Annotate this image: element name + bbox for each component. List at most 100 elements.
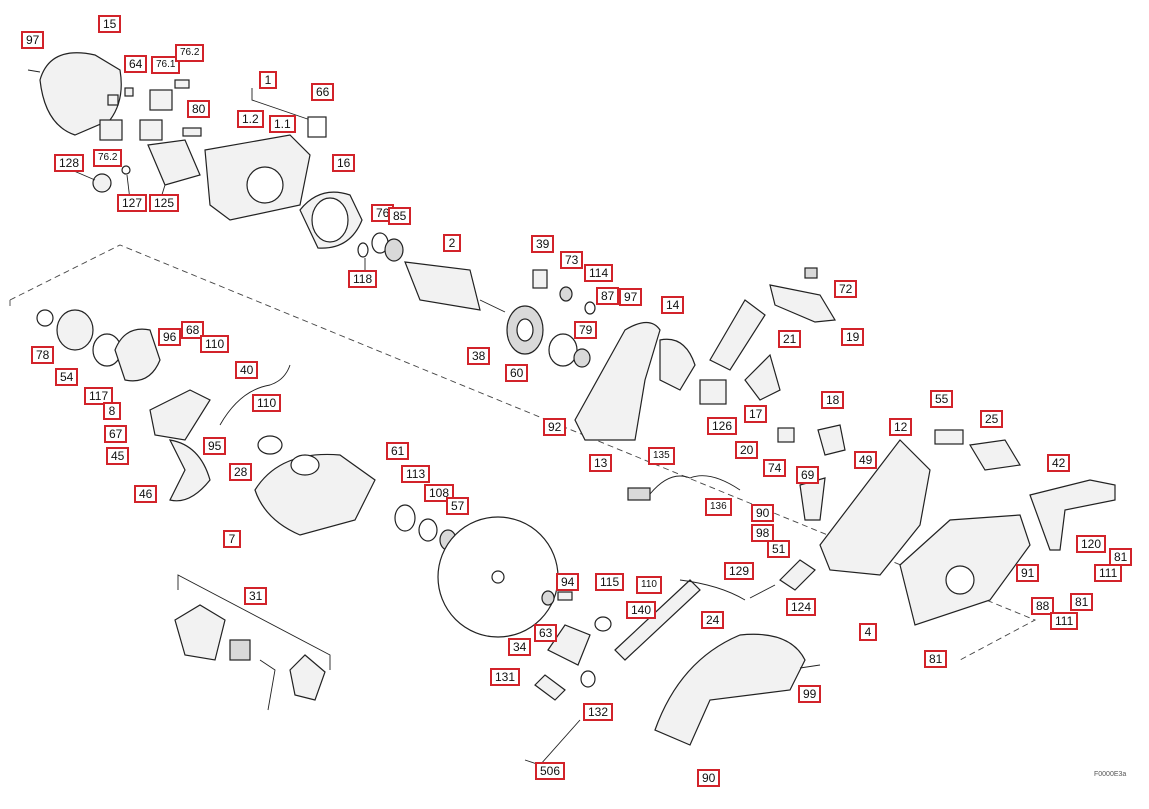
bearing	[548, 333, 578, 367]
part-label: 78	[31, 346, 55, 364]
part-label: 140	[626, 601, 657, 619]
part-label: 76.2	[93, 149, 123, 167]
part-label: 79	[574, 321, 598, 339]
part-label: 8	[103, 402, 121, 420]
part-label: 91	[1016, 564, 1040, 582]
part-label: 97	[619, 288, 643, 306]
part-label: 81	[1109, 548, 1133, 566]
part-label: 16	[332, 154, 356, 172]
part-label: 67	[104, 425, 128, 443]
part-label: 46	[134, 485, 158, 503]
lever	[744, 353, 781, 401]
cable-channel	[614, 579, 701, 661]
part-label: 13	[589, 454, 613, 472]
bearing	[573, 348, 591, 368]
guard-plate	[149, 389, 211, 441]
part-label: 60	[505, 364, 529, 382]
part-label: 76.2	[175, 44, 205, 62]
switch-kit	[174, 604, 226, 661]
part-label: 21	[778, 330, 802, 348]
part-label: 61	[386, 442, 410, 460]
part-label: 54	[55, 368, 79, 386]
part-label: 64	[124, 55, 148, 73]
screw	[182, 127, 202, 137]
part-label: 124	[786, 598, 817, 616]
lower-guard	[654, 633, 806, 746]
knob	[779, 559, 816, 591]
part-label: 126	[707, 417, 738, 435]
part-label: 68	[181, 321, 205, 339]
bracket	[1029, 479, 1116, 551]
flange	[56, 309, 94, 351]
spring	[804, 267, 818, 279]
spindle-lock	[532, 269, 548, 289]
part-label: 113	[401, 465, 431, 483]
part-label: 63	[534, 624, 558, 642]
bearing	[384, 238, 404, 262]
part-label: 118	[348, 270, 378, 288]
part-label: 49	[854, 451, 878, 469]
guard-segment	[168, 439, 211, 502]
switch-box	[147, 139, 201, 186]
part-label: 108	[424, 484, 455, 502]
brush-cap	[139, 119, 163, 141]
part-label: 19	[841, 328, 865, 346]
blade-guard	[254, 453, 376, 536]
arm	[819, 439, 931, 576]
part-label: 110	[200, 335, 230, 353]
linkage	[799, 477, 826, 521]
part-label: 40	[235, 361, 259, 379]
part-label: 135	[648, 447, 675, 465]
part-label: 7	[223, 530, 241, 548]
part-label: 76.1	[151, 56, 181, 74]
part-label: 81	[1070, 593, 1094, 611]
part-label: 24	[701, 611, 725, 629]
handle-grip	[709, 299, 766, 371]
part-label: 20	[735, 441, 759, 459]
gear-cover	[659, 338, 696, 391]
armature	[404, 261, 481, 311]
part-label: 110	[252, 394, 282, 412]
part-label: 110	[636, 576, 662, 594]
dust-nozzle	[534, 674, 566, 701]
part-label: 115	[595, 573, 625, 591]
connector	[627, 487, 651, 501]
stop	[777, 427, 795, 443]
brush	[124, 87, 134, 97]
part-label: 129	[724, 562, 755, 580]
part-label: 80	[187, 100, 211, 118]
part-label: 90	[697, 769, 721, 787]
part-label: 28	[229, 463, 253, 481]
page-code: F0000E3a	[1094, 771, 1127, 778]
part-label: 96	[158, 328, 182, 346]
part-label: 136	[705, 498, 732, 516]
cam	[817, 424, 846, 456]
part-label: 55	[930, 390, 954, 408]
part-label: 127	[117, 194, 148, 212]
part-label: 73	[560, 251, 584, 269]
sleeve	[257, 435, 283, 455]
part-label: 17	[744, 405, 768, 423]
part-label: 117	[84, 387, 114, 405]
motor-cover	[39, 52, 122, 136]
part-label: 125	[149, 194, 180, 212]
part-label: 94	[556, 573, 580, 591]
part-label: 1	[259, 71, 277, 89]
part-label: 51	[767, 540, 791, 558]
handle	[769, 284, 837, 323]
part-label: 15	[98, 15, 122, 33]
part-label: 111	[1050, 612, 1079, 630]
part-label: 81	[924, 650, 948, 668]
part-label: 111	[1094, 564, 1123, 582]
brush-holder	[107, 94, 119, 106]
switch-cover	[289, 654, 326, 701]
part-label: 66	[311, 83, 335, 101]
bearing-housing	[114, 328, 161, 382]
dust-spout	[547, 624, 591, 666]
knob	[92, 173, 112, 193]
gear-housing	[574, 321, 661, 441]
part-label: 2	[443, 234, 461, 252]
part-label: 87	[596, 287, 620, 305]
